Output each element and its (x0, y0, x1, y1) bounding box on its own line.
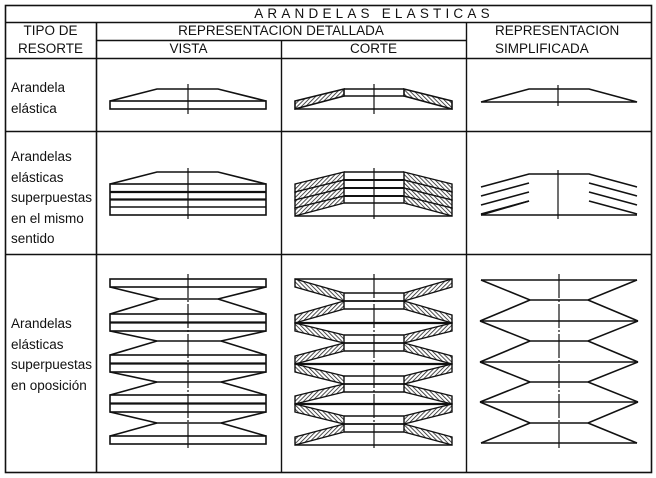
row-label-mismo-sentido: Arandelas elásticas superpuestas en el m… (11, 147, 92, 250)
single-washer-view-drawing (109, 84, 267, 114)
row-label-line: superpuestas (11, 190, 93, 205)
stacked-opposed-view-drawing (109, 274, 267, 449)
row-label-line: Arandela (11, 80, 66, 95)
stacked-same-direction-simplified-drawing (480, 170, 638, 219)
row-label-line: elásticas (11, 169, 64, 185)
header-representacion-detallada: REPRESENTACION DETALLADA (178, 23, 384, 38)
header-tipo-line1: TIPO DE (23, 23, 78, 38)
row-label-line: elástica (11, 100, 57, 116)
header-vista: VISTA (169, 41, 208, 56)
table-title: ARANDELAS ELASTICAS (254, 6, 494, 21)
header-corte: CORTE (349, 41, 397, 56)
stacked-same-direction-view-drawing (109, 168, 267, 219)
row-label-line: en oposición (11, 377, 87, 393)
row-label-line: en el mismo (11, 210, 84, 226)
stacked-same-direction-section-drawing (294, 168, 453, 219)
single-washer-simplified-drawing (480, 85, 638, 106)
row-label-line: Arandelas (11, 316, 72, 331)
header-simplificada-line2: SIMPLIFICADA (495, 41, 589, 56)
stacked-opposed-section-drawing (294, 274, 453, 449)
row-label-line: Arandelas (11, 149, 72, 164)
single-washer-section-drawing (294, 84, 453, 114)
row-label-line: elásticas (11, 336, 64, 352)
table-grid (4, 4, 653, 474)
stacked-opposed-simplified-drawing (479, 274, 639, 449)
row-label-line: superpuestas (11, 357, 93, 372)
header-simplificada-line1: REPRESENTACION (495, 23, 620, 38)
row-label-line: sentido (11, 231, 55, 246)
row-label-arandela-elastica: Arandela elástica (11, 78, 65, 119)
header-tipo-line2: RESORTE (17, 41, 83, 56)
row-label-oposicion: Arandelas elásticas superpuestas en opos… (11, 314, 92, 396)
